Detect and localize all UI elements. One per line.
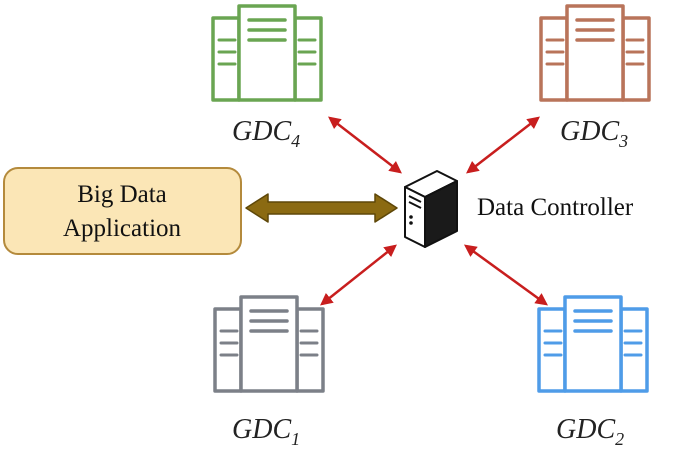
big-data-application-node: Big Data Application: [3, 167, 242, 255]
application-box: [3, 167, 242, 255]
datacenter-links: [320, 116, 549, 306]
server-tower-icon: [404, 170, 458, 248]
gdc4-label: GDC4: [232, 116, 300, 151]
application-label-line2: Application: [63, 215, 182, 242]
server-rack-icon: [213, 295, 325, 393]
gdc4-node: [211, 4, 323, 102]
gdc1-node: [213, 295, 325, 393]
gdc3-node: [539, 4, 651, 102]
server-rack-icon: [539, 4, 651, 102]
application-controller-link: [245, 193, 398, 223]
gdc2-node: [537, 295, 649, 393]
link-gdc2: [463, 244, 549, 306]
gdc2-label: GDC2: [556, 414, 624, 449]
server-rack-icon: [537, 295, 649, 393]
server-rack-icon: [211, 4, 323, 102]
data-controller-node: Data Controller: [404, 170, 634, 248]
application-label-line1: Big Data: [77, 181, 167, 208]
gdc3-label: GDC3: [560, 116, 628, 151]
link-gdc3: [466, 116, 540, 174]
gdc1-label: GDC1: [232, 414, 300, 449]
link-gdc4: [328, 116, 402, 174]
double-arrow: [245, 193, 398, 223]
controller-label: Data Controller: [477, 194, 634, 221]
link-gdc1: [320, 244, 397, 306]
